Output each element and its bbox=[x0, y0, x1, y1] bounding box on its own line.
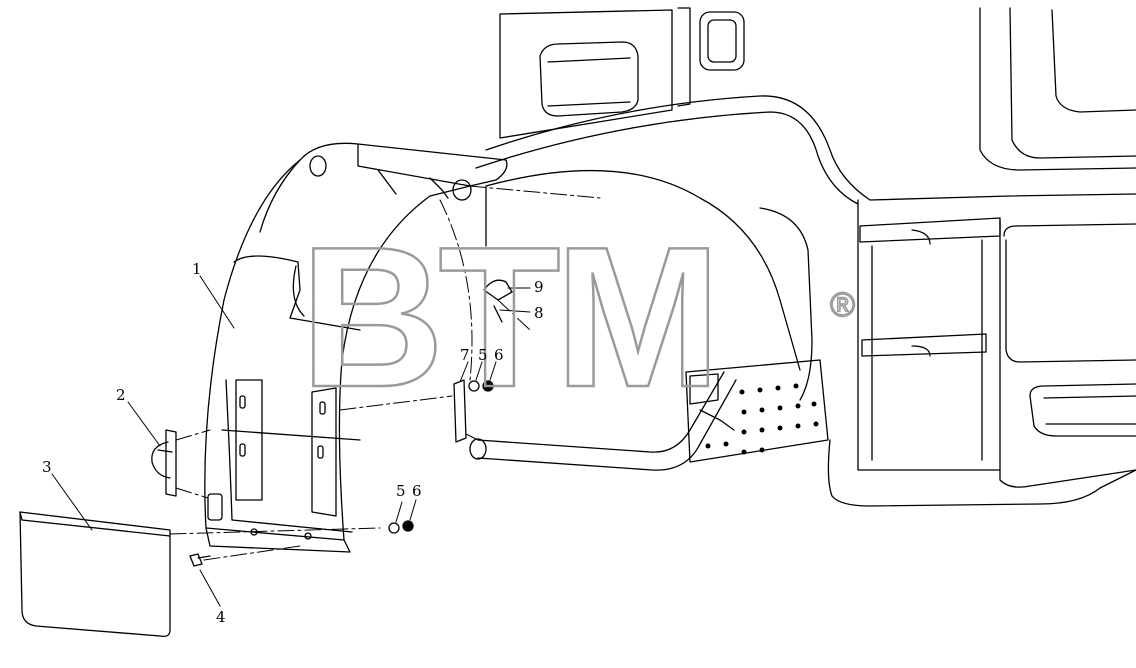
parts-5-6-fasteners bbox=[388, 380, 494, 534]
callout-6-upper: 6 bbox=[494, 346, 504, 364]
watermark-text: BTM bbox=[300, 206, 715, 429]
assembly-lines bbox=[169, 185, 601, 561]
callout-3: 3 bbox=[42, 458, 52, 476]
part-3-mud-flap bbox=[19, 511, 171, 638]
callout-9: 9 bbox=[534, 278, 544, 296]
callout-8: 8 bbox=[534, 304, 544, 322]
bracket-holes bbox=[705, 383, 819, 455]
part-1-mudguard bbox=[204, 142, 508, 553]
leader-lines bbox=[51, 275, 531, 607]
callout-4: 4 bbox=[216, 608, 226, 626]
callout-5-lower: 5 bbox=[396, 482, 406, 500]
parts-8-9-clip bbox=[483, 279, 513, 323]
callout-7: 7 bbox=[460, 346, 470, 364]
cab-body bbox=[469, 7, 1136, 507]
callout-5-upper: 5 bbox=[478, 346, 488, 364]
callout-6-lower: 6 bbox=[412, 482, 422, 500]
watermark-registered-mark: ® bbox=[830, 286, 855, 324]
callout-labels: 1 2 3 4 5 6 5 6 7 8 9 bbox=[42, 260, 544, 626]
callout-1: 1 bbox=[192, 260, 202, 278]
part-4-bolt bbox=[189, 553, 211, 567]
watermark: BTM ® bbox=[299, 205, 856, 431]
callout-2: 2 bbox=[116, 386, 126, 404]
